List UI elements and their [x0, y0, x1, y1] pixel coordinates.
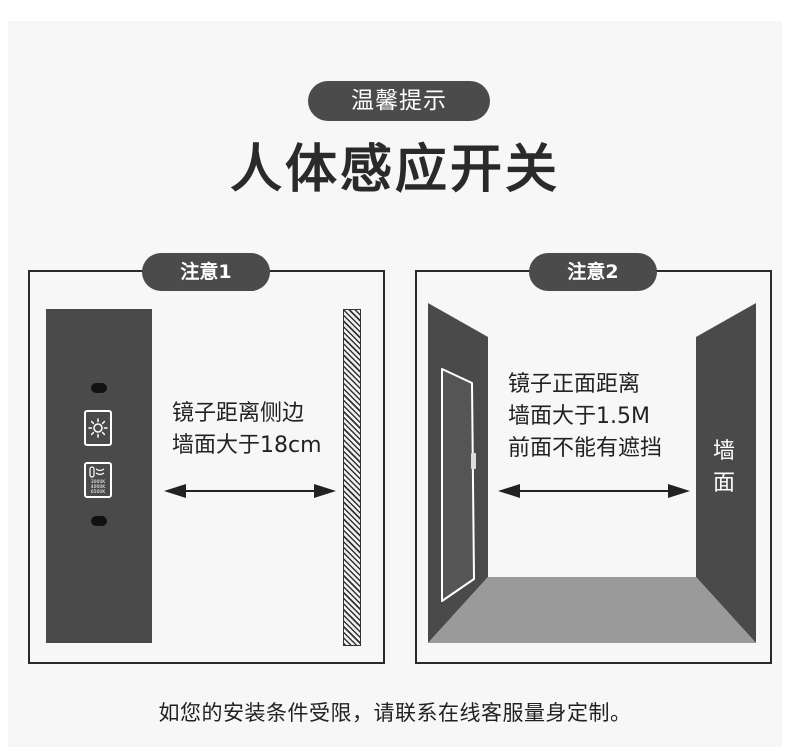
note-2-line-2: 墙面大于1.5M — [508, 404, 650, 429]
note-1-badge: 注意1 — [142, 253, 270, 291]
sun-icon — [84, 410, 112, 446]
side-wall — [343, 309, 361, 646]
page-title: 人体感应开关 — [229, 140, 560, 200]
note-1-text: 镜子距离侧边 墙面大于18cm — [172, 398, 322, 462]
wall-label-char-2: 面 — [712, 471, 735, 496]
double-arrow-icon — [498, 484, 690, 498]
note-2-text: 镜子正面距离 墙面大于1.5M 前面不能有遮挡 — [508, 369, 662, 465]
wall-label: 墙 面 — [712, 436, 736, 500]
color-temp-label-1: 3000K — [91, 479, 106, 485]
wall-label-char-1: 墙 — [712, 439, 735, 464]
mirror-sensor-icon — [471, 453, 476, 469]
note-1-line-1: 镜子距离侧边 — [172, 401, 305, 426]
color-temp-label-2: 4000K — [91, 484, 106, 490]
note-2-badge: 注意2 — [529, 253, 657, 291]
note-1-line-2: 墙面大于18cm — [172, 433, 322, 458]
footer-note: 如您的安装条件受限，请联系在线客服量身定制。 — [158, 701, 632, 725]
right-wall — [696, 303, 756, 643]
sensor-dot-icon — [91, 383, 107, 393]
double-arrow-icon — [164, 484, 336, 498]
room-perspective — [428, 303, 756, 643]
color-temp-label-3: 6500K — [91, 489, 106, 495]
floor — [428, 577, 756, 643]
sensor-dot-icon — [91, 516, 107, 526]
mirror — [441, 368, 475, 602]
note-2-line-1: 镜子正面距离 — [508, 372, 641, 397]
note-2-line-3: 前面不能有遮挡 — [508, 436, 663, 461]
tip-badge: 温馨提示 — [308, 81, 490, 121]
color-temperature-icon: 3000K 4000K 6500K — [84, 462, 112, 498]
